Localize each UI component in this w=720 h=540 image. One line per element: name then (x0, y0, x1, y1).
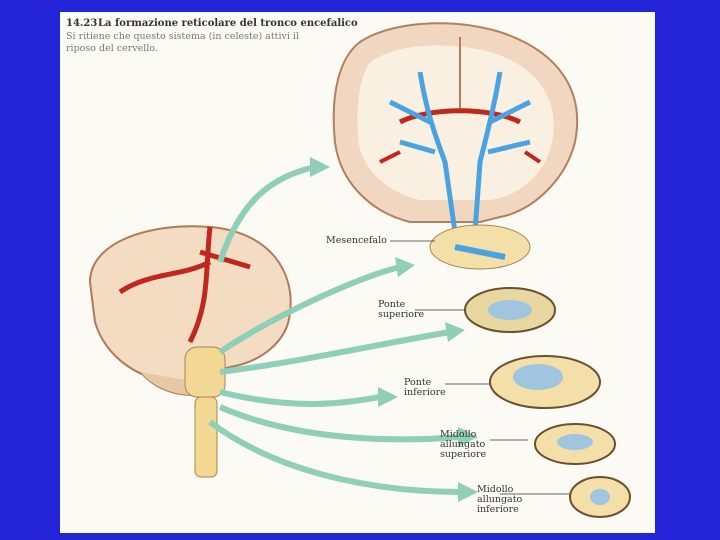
arrowheads (310, 157, 478, 502)
ponte-inferiore-section (489, 355, 601, 409)
figure-panel: 14.23 La formazione reticolare del tronc… (60, 12, 655, 533)
midollo-inferiore-section (569, 476, 631, 518)
figure-caption: Si ritiene che questo sistema (in celest… (66, 31, 300, 54)
label-midollo-inferiore: Midollo allungato inferiore (477, 484, 523, 515)
label-midollo-superiore: Midollo allungato superiore (440, 429, 487, 460)
figure-number: 14.23 (66, 18, 98, 29)
lateral-brain (88, 225, 292, 478)
label-mesencefalo: Mesencefalo (326, 235, 387, 246)
label-ponte-inferiore: Ponte inferiore (404, 377, 446, 398)
ponte-superiore-section (464, 287, 556, 333)
midollo-superiore-section (534, 423, 616, 465)
coronal-section (332, 22, 579, 233)
arrows (208, 164, 461, 495)
mesencefalo-section (429, 224, 531, 270)
leader-lines (390, 240, 570, 495)
brain-diagram (88, 22, 631, 518)
label-ponte-superiore: Ponte superiore (378, 299, 425, 320)
figure-title: La formazione reticolare del tronco ence… (98, 18, 358, 29)
